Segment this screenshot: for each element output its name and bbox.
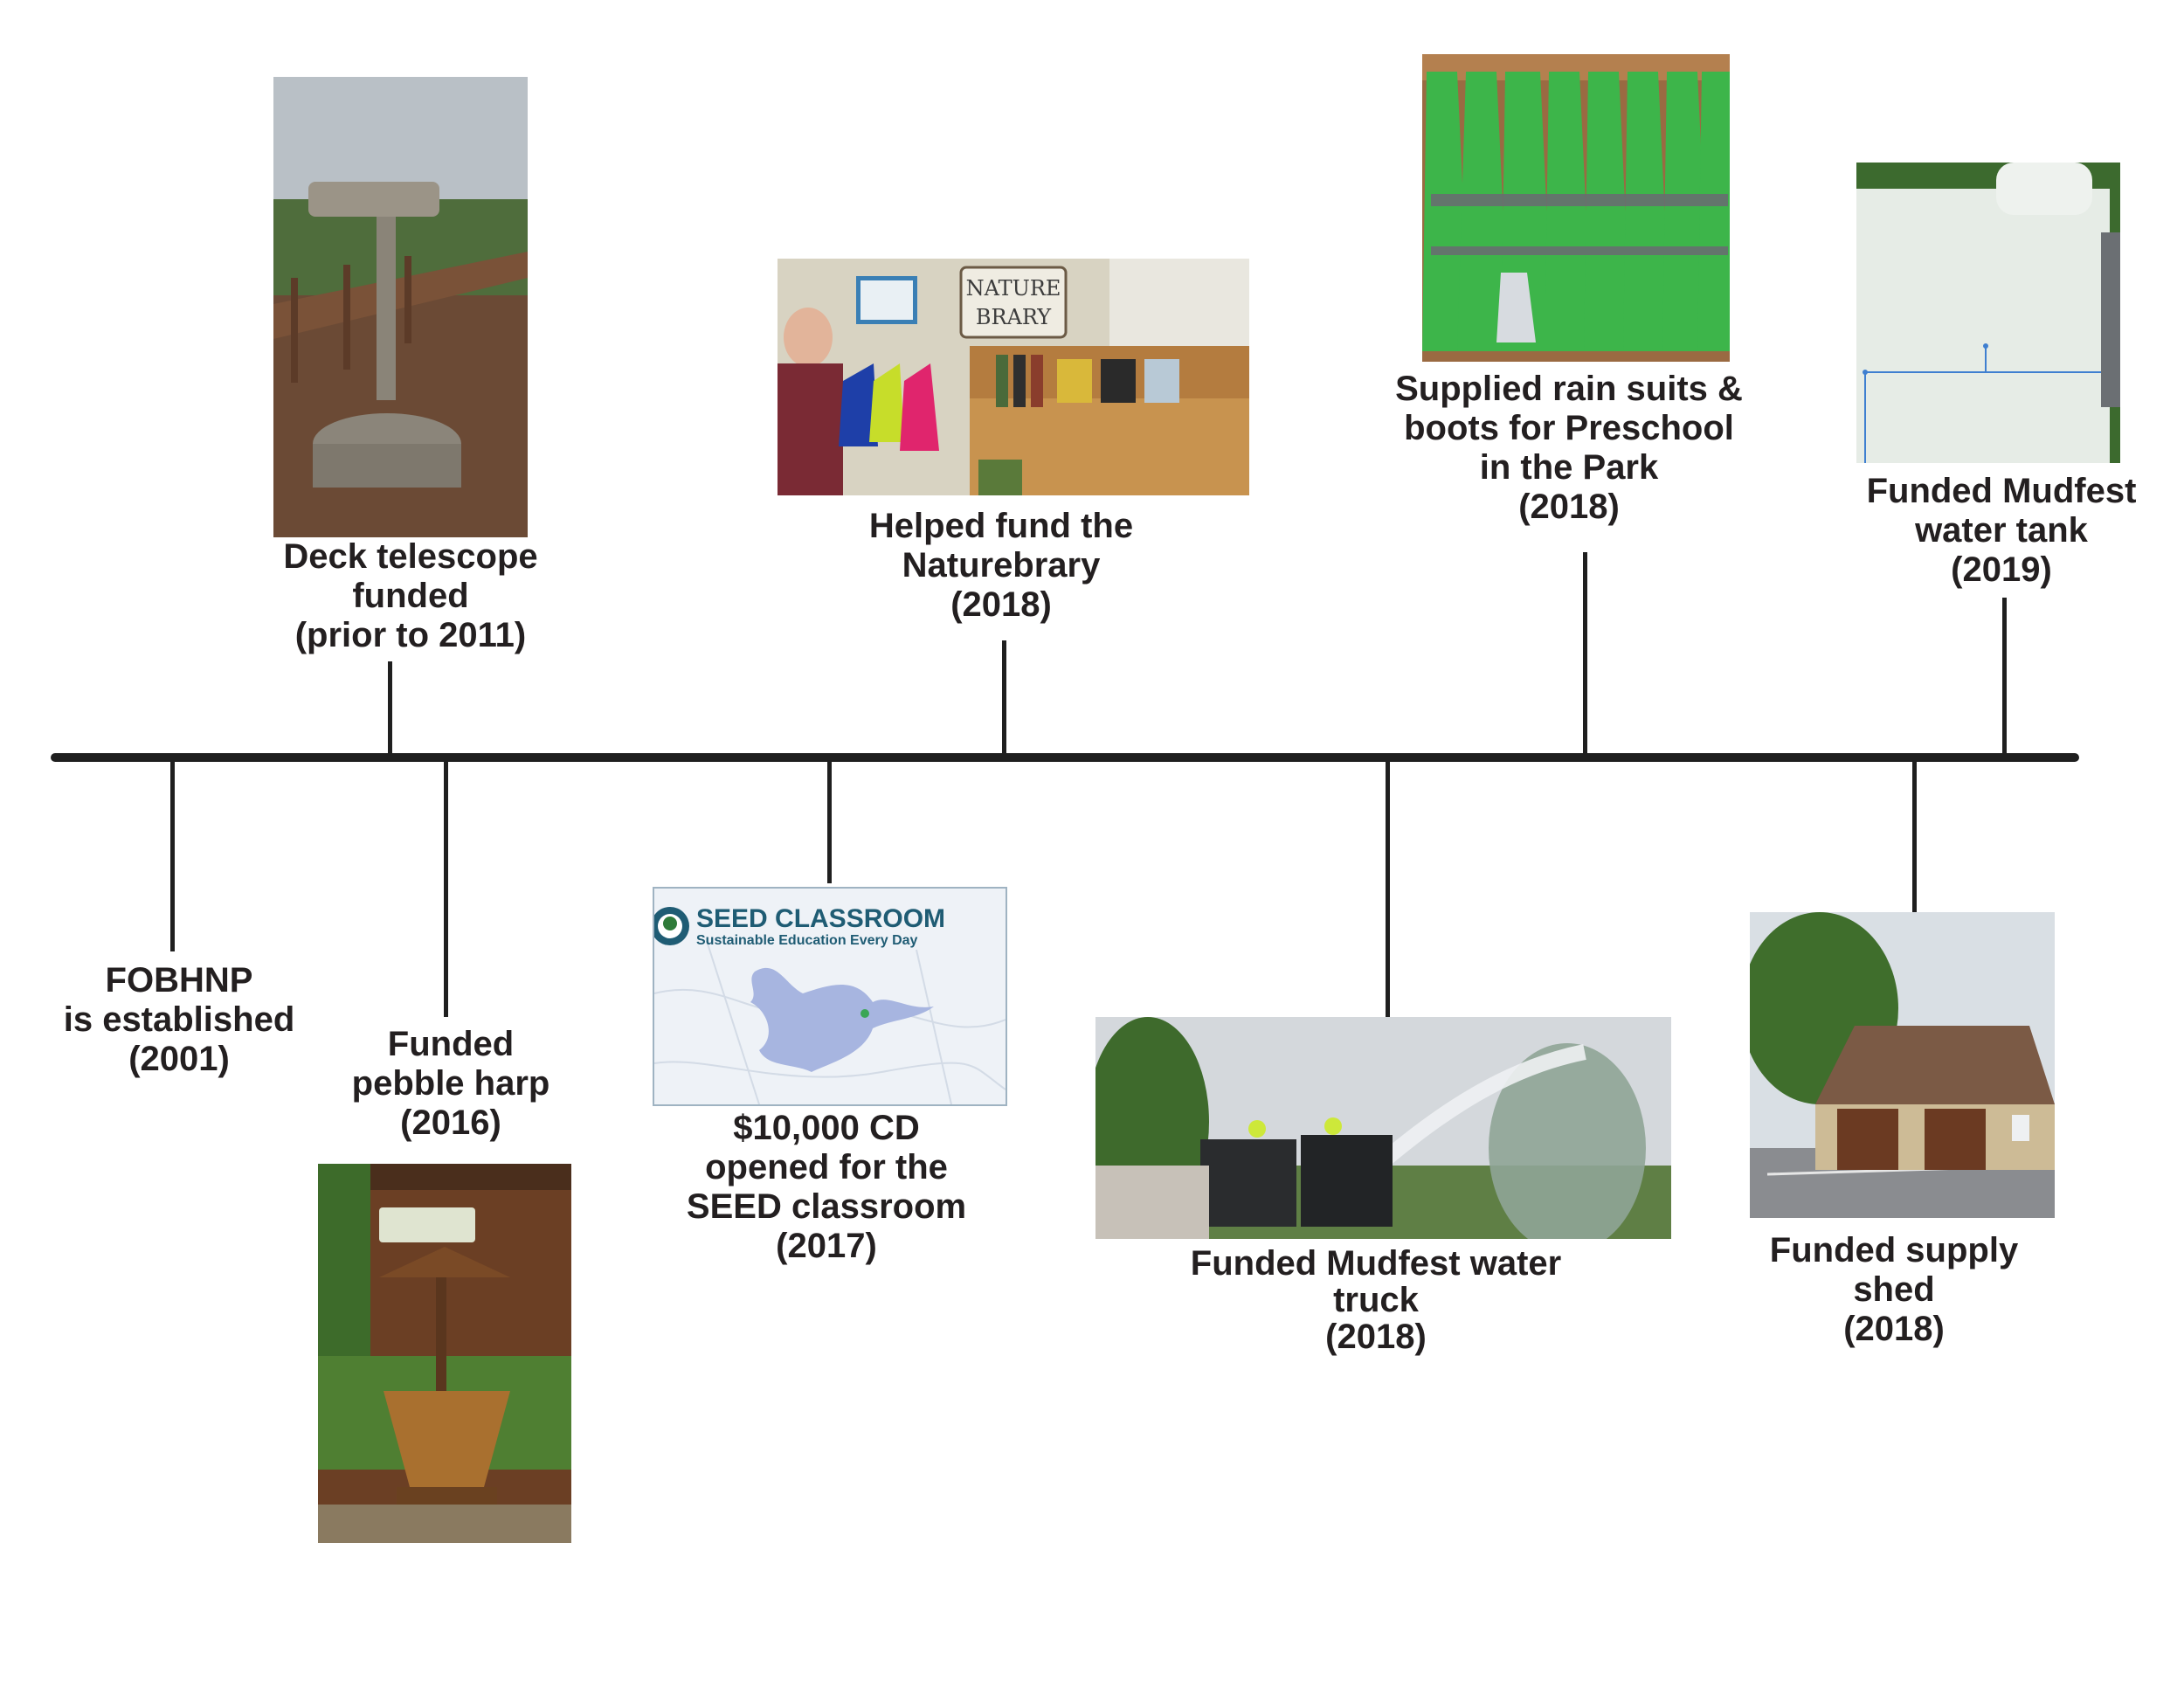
telescope-photo bbox=[273, 77, 528, 537]
tick-telescope bbox=[388, 661, 392, 756]
seed-title: SEED CLASSROOM bbox=[696, 904, 945, 933]
naturebrary-sign-line-2: BRARY bbox=[976, 305, 1052, 329]
label-established-line-2: is established bbox=[63, 1000, 295, 1039]
label-seed-cd-line-3: SEED classroom bbox=[686, 1187, 967, 1226]
tick-rain-suits bbox=[1583, 552, 1587, 756]
label-seed-cd-line-4: (2017) bbox=[776, 1227, 877, 1265]
naturebrary-sign-line-1: NATURE bbox=[966, 276, 1061, 301]
label-rain-suits-line-4: (2018) bbox=[1518, 488, 1620, 526]
tick-naturebrary bbox=[1002, 640, 1006, 756]
tick-water-truck bbox=[1386, 759, 1390, 1017]
tick-pebble-harp bbox=[444, 759, 448, 1017]
label-supply-shed-line-3: (2018) bbox=[1843, 1310, 1945, 1348]
label-established-line-1: FOBHNP bbox=[105, 961, 253, 1000]
label-seed-cd-line-1: $10,000 CD bbox=[733, 1109, 920, 1147]
label-supply-shed-line-1: Funded supply bbox=[1769, 1231, 2019, 1269]
label-telescope-line-2: funded bbox=[352, 577, 469, 615]
tick-supply-shed bbox=[1912, 759, 1917, 912]
water-truck-photo bbox=[1095, 1017, 1671, 1239]
label-telescope-line-1: Deck telescope bbox=[283, 537, 538, 576]
label-water-tank-line-1: Funded Mudfest bbox=[1866, 472, 2137, 510]
label-supply-shed-line-2: shed bbox=[1853, 1270, 1935, 1309]
tick-water-tank bbox=[2002, 598, 2007, 756]
rain-suits-photo bbox=[1422, 54, 1730, 362]
label-telescope: Deck telescope funded (prior to 2011) bbox=[283, 537, 537, 655]
label-pebble-harp-line-3: (2016) bbox=[400, 1103, 501, 1142]
label-water-truck-line-3: (2018) bbox=[1325, 1318, 1427, 1356]
label-naturebrary-line-2: Naturebrary bbox=[902, 546, 1101, 585]
label-naturebrary-line-1: Helped fund the bbox=[868, 507, 1134, 545]
label-rain-suits-line-3: in the Park bbox=[1479, 448, 1659, 487]
label-established: FOBHNP is established (2001) bbox=[64, 961, 295, 1079]
label-water-tank: Funded Mudfest water tank (2019) bbox=[1867, 472, 2137, 590]
label-water-truck-line-2: truck bbox=[1333, 1281, 1419, 1319]
label-water-tank-line-3: (2019) bbox=[1951, 550, 2052, 589]
label-water-truck: Funded Mudfest water truck (2018) bbox=[1191, 1245, 1561, 1355]
label-seed-cd-line-2: opened for the bbox=[705, 1148, 948, 1186]
label-established-line-3: (2001) bbox=[128, 1040, 230, 1078]
label-naturebrary-line-3: (2018) bbox=[950, 585, 1052, 624]
label-supply-shed: Funded supply shed (2018) bbox=[1770, 1231, 2018, 1349]
label-naturebrary: Helped fund the Naturebrary (2018) bbox=[869, 507, 1133, 625]
label-water-truck-line-1: Funded Mudfest water bbox=[1190, 1244, 1562, 1283]
label-pebble-harp-line-2: pebble harp bbox=[351, 1064, 550, 1103]
tick-seed-cd bbox=[827, 759, 832, 883]
label-seed-cd: $10,000 CD opened for the SEED classroom… bbox=[687, 1109, 966, 1266]
naturebrary-photo: NATURE BRARY bbox=[778, 259, 1249, 495]
label-pebble-harp: Funded pebble harp (2016) bbox=[352, 1025, 550, 1143]
supply-shed-photo bbox=[1750, 912, 2055, 1218]
label-pebble-harp-line-1: Funded bbox=[387, 1025, 515, 1063]
label-water-tank-line-2: water tank bbox=[1915, 511, 2088, 550]
label-rain-suits: Supplied rain suits & boots for Preschoo… bbox=[1395, 370, 1743, 527]
timeline-axis bbox=[51, 753, 2079, 762]
label-telescope-line-3: (prior to 2011) bbox=[294, 616, 527, 654]
tick-established bbox=[170, 759, 175, 951]
label-rain-suits-line-1: Supplied rain suits & bbox=[1395, 370, 1743, 408]
label-rain-suits-line-2: boots for Preschool bbox=[1404, 409, 1734, 447]
seed-classroom-image: SEED CLASSROOM Sustainable Education Eve… bbox=[653, 887, 1007, 1106]
pebble-harp-photo bbox=[318, 1164, 571, 1543]
water-tank-photo bbox=[1856, 163, 2120, 463]
seed-subtitle: Sustainable Education Every Day bbox=[696, 933, 918, 948]
